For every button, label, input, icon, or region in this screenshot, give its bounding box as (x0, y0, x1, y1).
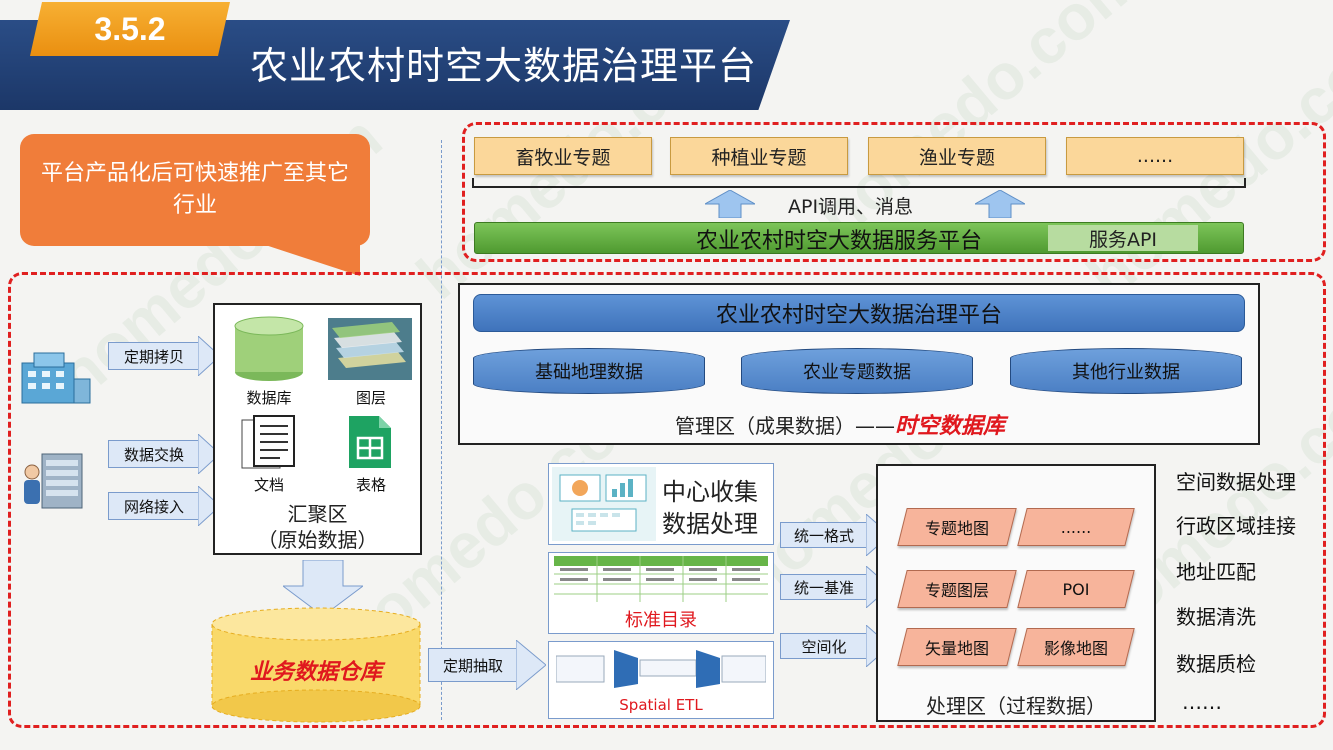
process-item-topic-map: 专题地图 (897, 508, 1017, 546)
right-arrow-icon (198, 486, 220, 526)
process-item-image-map: 影像地图 (1017, 628, 1135, 666)
right-arrow-icon (198, 434, 220, 474)
database-agri-topic: 农业专题数据 (741, 348, 973, 394)
database-basic-geo: 基础地理数据 (473, 348, 705, 394)
right-list-item: 数据质检 (1176, 652, 1256, 676)
service-platform-label: 农业农村时空大数据服务平台 (696, 229, 983, 254)
callout-text: 平台产品化后可快速推广至其它行业 (40, 161, 349, 218)
process-item-vector-map: 矢量地图 (897, 628, 1017, 666)
aggregation-item-table: 表格 (355, 476, 386, 494)
arrow-network-access-label: 网络接入 (123, 497, 184, 516)
topics-bracket (472, 178, 1246, 188)
database-other-industry: 其他行业数据 (1010, 348, 1242, 394)
warehouse-label: 业务数据仓库 (249, 660, 382, 685)
standard-catalog-label: 标准目录 (625, 610, 697, 631)
right-list-item: 行政区域挂接 (1176, 514, 1296, 538)
governance-frame (8, 272, 1326, 728)
server-user-icon (24, 453, 83, 509)
spatial-etl-label: Spatial ETL (619, 696, 703, 714)
governance-platform-bar: 农业农村时空大数据治理平台 (473, 294, 1245, 332)
right-list-item: 数据清洗 (1176, 605, 1256, 629)
aggregation-subtitle: （原始数据） (257, 528, 378, 552)
up-arrow-icon (975, 190, 1025, 218)
right-arrow-icon (198, 336, 220, 376)
topic-more: ...... (1066, 137, 1244, 175)
process-item-topic-layer: 专题图层 (897, 570, 1017, 608)
aggregation-title: 汇聚区 (287, 502, 348, 526)
arrow-periodic-extract: 定期抽取 (428, 648, 518, 682)
management-caption: 管理区（成果数据）——时空数据库 (675, 408, 1005, 440)
arrow-periodic-copy: 定期拷贝 (108, 342, 200, 370)
catalog-table-icon (554, 556, 768, 602)
process-item-label: 矢量地图 (924, 639, 989, 658)
topic-fishery: 渔业专题 (868, 137, 1046, 175)
process-item-label: 影像地图 (1043, 639, 1108, 658)
arrow-spatialization: 空间化 (780, 633, 868, 659)
warehouse-cylinder (211, 607, 421, 723)
arrow-data-exchange: 数据交换 (108, 440, 200, 468)
arrow-data-exchange-label: 数据交换 (123, 445, 184, 464)
spreadsheet-icon (349, 416, 391, 468)
right-list-item: 地址匹配 (1176, 560, 1256, 584)
divider (441, 140, 442, 720)
service-api-badge: 服务API (1048, 225, 1198, 251)
process-item-poi: POI (1017, 570, 1135, 608)
arrow-unified-format: 统一格式 (780, 522, 868, 548)
arrow-network-access: 网络接入 (108, 492, 200, 520)
document-icon (241, 415, 295, 469)
service-layer-frame (462, 122, 1326, 262)
processing-caption: 处理区（过程数据） (926, 694, 1106, 718)
aggregation-item-document: 文档 (253, 476, 284, 494)
process-item-label: POI (1062, 579, 1090, 599)
topic-planting: 种植业专题 (670, 137, 848, 175)
database-icon (234, 316, 304, 381)
aggregation-item-database: 数据库 (246, 389, 292, 407)
layers-icon (328, 318, 412, 380)
building-icon (21, 352, 91, 404)
process-item-label: ...... (1060, 517, 1092, 537)
dashboard-illustration-icon (552, 467, 656, 541)
arrow-unified-format-label: 统一格式 (793, 526, 854, 545)
spatiotemporal-db-emphasis: 时空数据库 (895, 414, 1006, 439)
process-item-label: 专题地图 (924, 519, 989, 538)
arrow-unified-datum: 统一基准 (780, 574, 868, 600)
process-item-more: ...... (1017, 508, 1135, 546)
arrow-spatialization-label: 空间化 (801, 637, 847, 656)
section-number: 3.5.2 (30, 2, 230, 56)
etl-flow-icon (556, 650, 766, 688)
api-note: API调用、消息 (788, 196, 914, 218)
right-arrow-icon (516, 640, 546, 690)
down-arrow-icon (283, 560, 363, 616)
right-list-item: …… (1182, 690, 1222, 714)
up-arrow-icon (705, 190, 755, 218)
topic-livestock: 畜牧业专题 (474, 137, 652, 175)
arrow-periodic-extract-label: 定期抽取 (442, 656, 503, 675)
management-caption-text: 管理区（成果数据）—— (675, 414, 895, 438)
collection-title-1: 中心收集 (662, 478, 758, 506)
arrow-periodic-copy-label: 定期拷贝 (123, 347, 184, 366)
aggregation-item-layer: 图层 (355, 389, 386, 407)
callout-tail (250, 240, 360, 276)
process-item-label: 专题图层 (924, 581, 989, 600)
page-title: 农业农村时空大数据治理平台 (250, 44, 758, 88)
arrow-unified-datum-label: 统一基准 (793, 578, 854, 597)
collection-title-2: 数据处理 (662, 510, 758, 538)
callout-bubble: 平台产品化后可快速推广至其它行业 (20, 134, 370, 246)
right-list-item: 空间数据处理 (1176, 470, 1296, 494)
